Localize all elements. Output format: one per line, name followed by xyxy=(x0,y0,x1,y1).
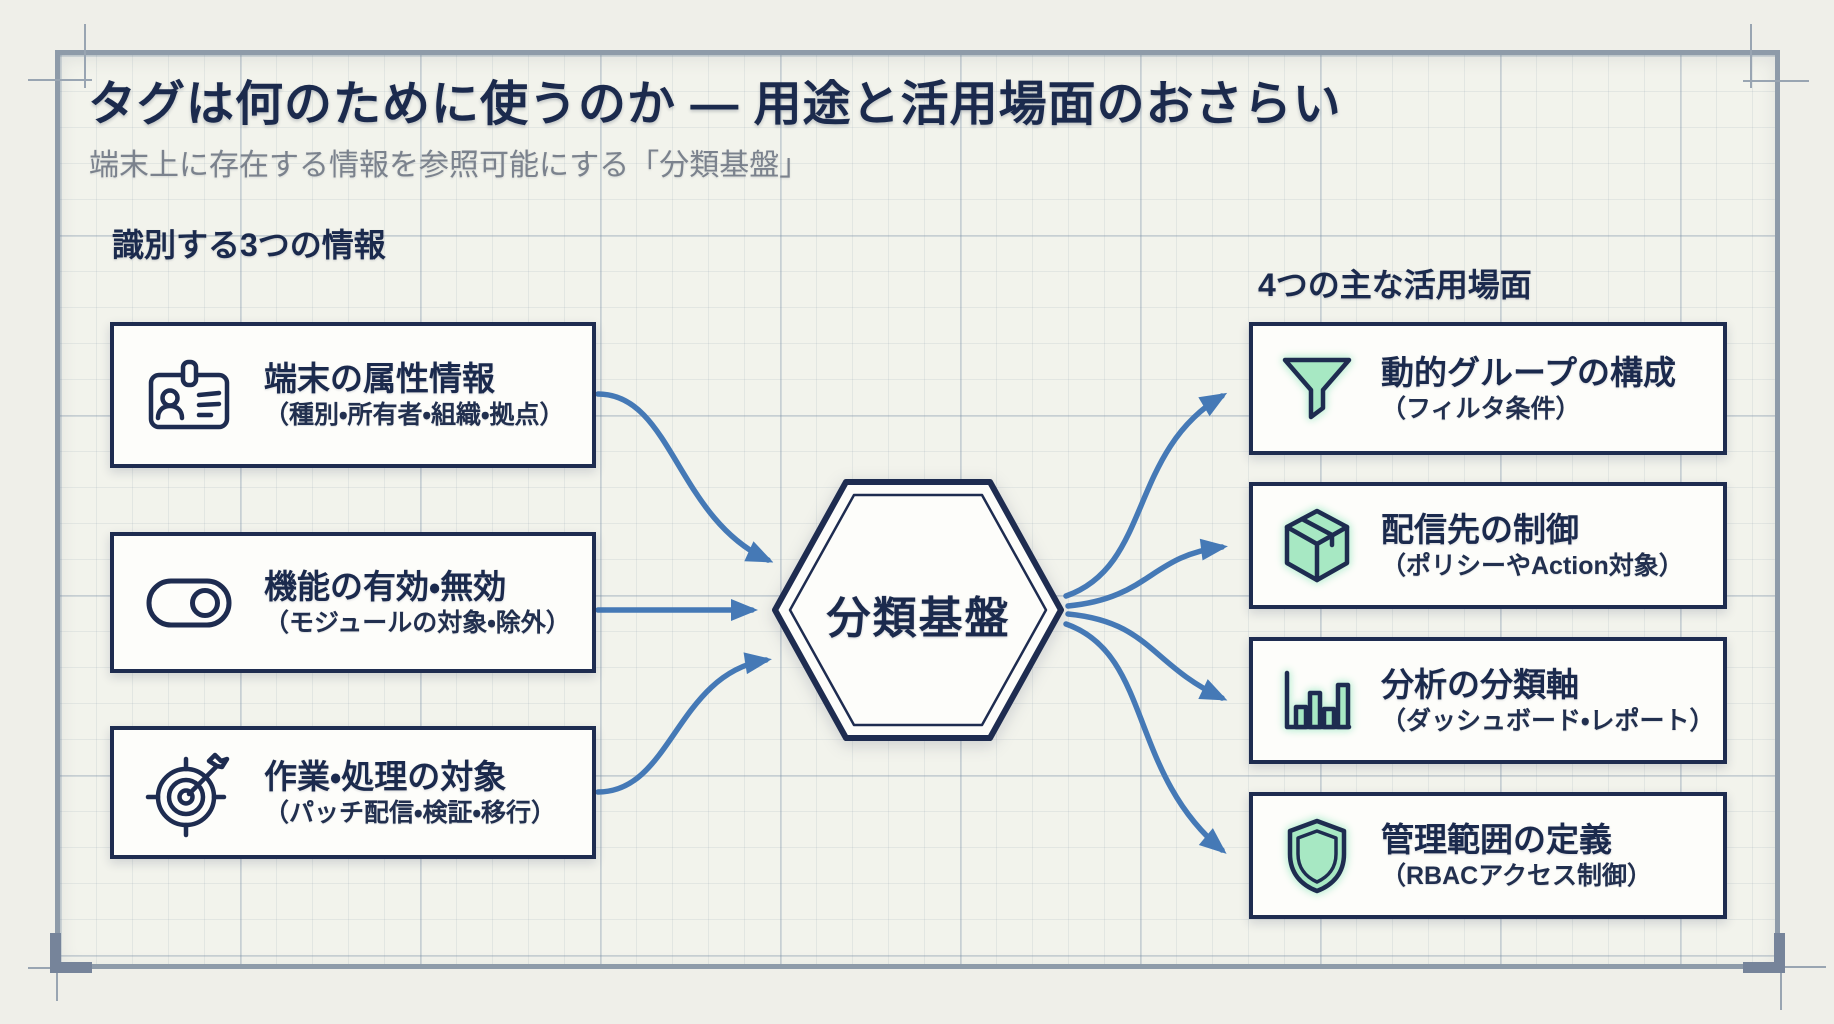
bar-chart-icon xyxy=(1253,667,1381,735)
shield-icon xyxy=(1253,817,1381,895)
card-title: 配信先の制御 xyxy=(1381,510,1579,548)
funnel-icon xyxy=(1253,354,1381,424)
shield-icon xyxy=(1287,818,1347,893)
right-card-analysis-axis: 分析の分類軸 （ダッシュボード・レポート） xyxy=(1249,637,1727,764)
left-card-feature-toggle: 機能の有効・無効 （モジュールの対象・除外） xyxy=(110,532,596,673)
corner-crosshair-top-left xyxy=(28,79,92,81)
right-card-dynamic-groups: 動的グループの構成 （フィルタ条件） xyxy=(1249,322,1727,455)
target-icon xyxy=(145,752,230,837)
card-subtitle: （パッチ配信・検証・移行） xyxy=(264,798,557,827)
id-badge-icon xyxy=(148,359,230,430)
corner-crosshair-bottom-right xyxy=(1780,950,1782,1010)
card-title: 動的グループの構成 xyxy=(1381,353,1677,391)
card-text: 分析の分類軸 （ダッシュボード・レポート） xyxy=(1381,664,1715,738)
toggle-icon xyxy=(114,577,264,629)
card-title: 管理範囲の定義 xyxy=(1381,820,1612,858)
card-title: 分析の分類軸 xyxy=(1381,665,1579,703)
card-subtitle: （ポリシーやAction対象） xyxy=(1381,551,1684,580)
card-title: 端末の属性情報 xyxy=(264,360,495,398)
card-text: 端末の属性情報 （種別・所有者・組織・拠点） xyxy=(264,358,565,432)
corner-crosshair-bottom-right xyxy=(1748,966,1826,968)
card-text: 管理範囲の定義 （RBACアクセス制御） xyxy=(1381,819,1652,893)
corner-crosshair-top-left xyxy=(84,24,86,88)
corner-mark-bottom-right xyxy=(1743,962,1785,973)
card-text: 配信先の制御 （ポリシーやAction対象） xyxy=(1381,509,1684,583)
right-section-header: 4つの主な活用場面 xyxy=(1258,267,1532,303)
left-card-device-attributes: 端末の属性情報 （種別・所有者・組織・拠点） xyxy=(110,322,596,468)
right-card-rbac-scope: 管理範囲の定義 （RBACアクセス制御） xyxy=(1249,792,1727,919)
id-badge-icon xyxy=(114,357,264,433)
package-icon xyxy=(1253,507,1381,585)
right-card-distribution-control: 配信先の制御 （ポリシーやAction対象） xyxy=(1249,482,1727,609)
card-title: 機能の有効・無効 xyxy=(264,567,507,605)
toggle-icon xyxy=(146,578,232,627)
bar-chart-icon xyxy=(1284,670,1352,729)
funnel-icon xyxy=(1282,357,1352,419)
package-icon xyxy=(1284,508,1350,582)
card-subtitle: （種別・所有者・組織・拠点） xyxy=(264,401,565,430)
page-title: タグは何のために使うのか — 用途と活用場面のおさらい xyxy=(88,78,1342,131)
card-title: 作業・処理の対象 xyxy=(264,757,507,795)
page-subtitle: 端末上に存在する情報を参照可能にする「分類基盤」 xyxy=(89,149,810,182)
card-subtitle: （RBACアクセス制御） xyxy=(1381,861,1652,890)
card-text: 機能の有効・無効 （モジュールの対象・除外） xyxy=(264,566,571,640)
left-card-operation-targets: 作業・処理の対象 （パッチ配信・検証・移行） xyxy=(110,726,596,859)
target-icon xyxy=(114,747,264,839)
card-text: 作業・処理の対象 （パッチ配信・検証・移行） xyxy=(264,756,556,830)
corner-mark-bottom-left xyxy=(50,933,61,973)
hub-label: 分類基盤 xyxy=(826,594,1011,643)
corner-mark-bottom-right xyxy=(1774,933,1785,973)
card-subtitle: （モジュールの対象・除外） xyxy=(264,608,571,637)
left-section-header: 識別する3つの情報 xyxy=(112,227,386,263)
corner-crosshair-top-right xyxy=(1743,80,1809,82)
card-subtitle: （フィルタ条件） xyxy=(1381,394,1581,423)
card-text: 動的グループの構成 （フィルタ条件） xyxy=(1381,352,1676,426)
corner-mark-bottom-left xyxy=(50,962,92,973)
card-subtitle: （ダッシュボード・レポート） xyxy=(1381,706,1715,735)
corner-crosshair-top-right xyxy=(1750,24,1752,88)
